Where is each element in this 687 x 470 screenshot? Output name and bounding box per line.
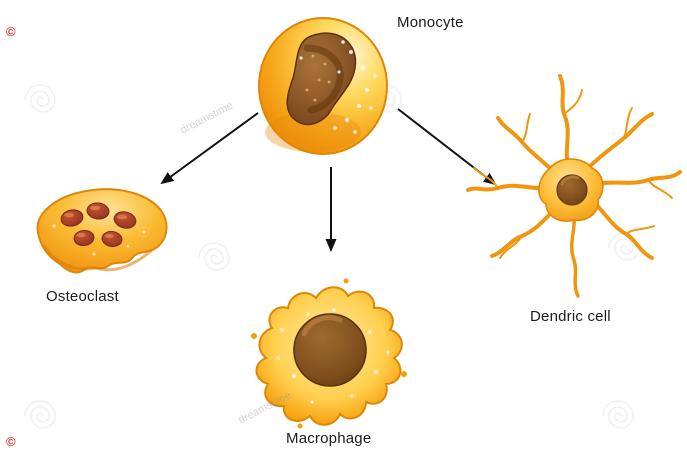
watermark-brand-text: dreamstime bbox=[178, 99, 236, 137]
macrophage-pseudopod-dots bbox=[251, 278, 407, 429]
dendritic-nucleus bbox=[556, 174, 588, 206]
macrophage-nucleus bbox=[293, 313, 367, 387]
macrophage-nucleus-highlight bbox=[301, 315, 343, 337]
dendritic-nucleus-highlight bbox=[560, 175, 580, 186]
osteoclast-cell bbox=[24, 178, 174, 288]
macrophage-cell bbox=[242, 276, 414, 430]
monocyte-nucleus-speckles bbox=[305, 54, 331, 102]
monocyte-nucleus bbox=[286, 32, 357, 126]
monocyte-label: Monocyte bbox=[397, 14, 464, 31]
osteoclast-nuclei-highlights bbox=[64, 205, 127, 238]
arrow-to-osteoclast bbox=[160, 112, 259, 185]
dendrites bbox=[466, 74, 682, 298]
monocyte-cell bbox=[255, 12, 395, 160]
osteoclast-label: Osteoclast bbox=[46, 288, 119, 305]
macrophage-label: Macrophage bbox=[286, 430, 372, 447]
monocyte-nucleus-streak bbox=[303, 44, 344, 114]
dendritic-label: Dendric cell bbox=[530, 308, 611, 325]
macrophage-vesicles bbox=[276, 308, 390, 404]
watermark-copyright-bottom: © bbox=[6, 434, 16, 449]
osteoclast-vesicles bbox=[52, 224, 146, 256]
monocyte-vesicles bbox=[299, 40, 377, 134]
monocyte-shadow bbox=[265, 112, 361, 152]
osteoclast-ruffled-border bbox=[42, 245, 153, 272]
dendritic-cell bbox=[464, 68, 686, 308]
watermark-copyright-top: © bbox=[6, 24, 16, 39]
